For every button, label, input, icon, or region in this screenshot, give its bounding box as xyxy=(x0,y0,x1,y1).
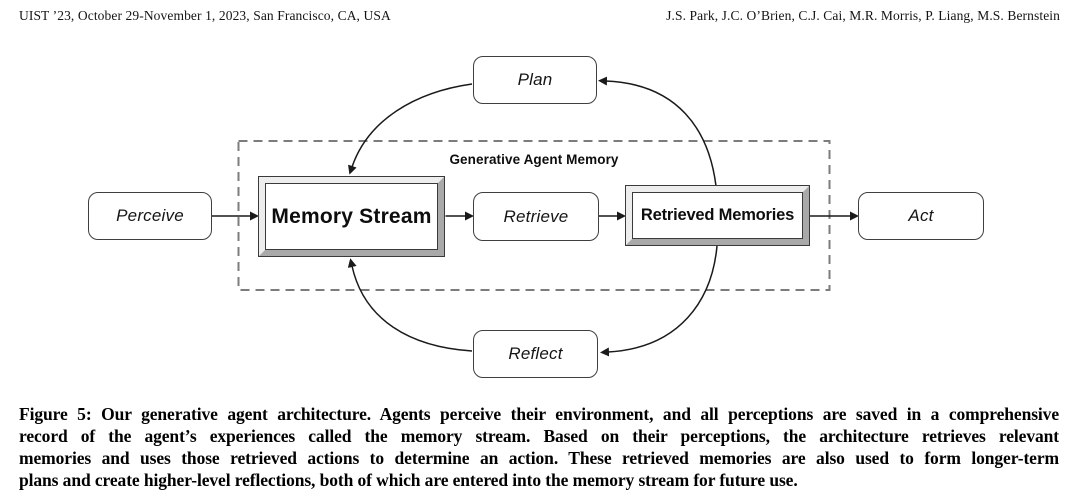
bevel-frame: Retrieved Memories xyxy=(626,186,809,245)
node-perceive: Perceive xyxy=(88,192,212,240)
node-act: Act xyxy=(858,192,984,240)
node-memory-stream: Memory Stream xyxy=(258,176,445,257)
caption-line: Figure 5: Our generative agent architect… xyxy=(19,404,1059,424)
caption-line: memories and uses those retrieved action… xyxy=(19,448,1059,468)
node-reflect-label: Reflect xyxy=(508,344,563,363)
figure-caption: Figure 5: Our generative agent architect… xyxy=(19,403,1059,491)
caption-line: record of the agent’s experiences called… xyxy=(19,426,1059,446)
node-reflect: Reflect xyxy=(473,330,598,378)
author-list: J.S. Park, J.C. O’Brien, C.J. Cai, M.R. … xyxy=(666,8,1060,23)
edge-reflect-to-memory-stream xyxy=(347,258,473,352)
node-retrieved-memories: Retrieved Memories xyxy=(625,185,810,246)
node-act-label: Act xyxy=(908,206,934,225)
running-header: UIST ’23, October 29-November 1, 2023, S… xyxy=(19,8,1060,24)
edge-plan-to-memory-stream xyxy=(348,83,473,175)
bevel-frame: Memory Stream xyxy=(259,177,444,256)
node-retrieved-memories-label: Retrieved Memories xyxy=(632,192,803,239)
label-generative-agent-memory: Generative Agent Memory xyxy=(449,152,619,167)
edge-retrieved-memories-to-reflect xyxy=(600,245,718,357)
conference-info: UIST ’23, October 29-November 1, 2023, S… xyxy=(19,8,391,23)
caption-line: plans and create higher-level reflection… xyxy=(19,470,798,490)
node-memory-stream-label: Memory Stream xyxy=(265,183,438,250)
node-retrieve: Retrieve xyxy=(473,192,599,241)
node-retrieve-label: Retrieve xyxy=(503,206,569,226)
node-plan-label: Plan xyxy=(517,70,553,89)
node-plan: Plan xyxy=(473,56,597,104)
edge-retrieved-memories-to-plan xyxy=(598,76,717,187)
node-perceive-label: Perceive xyxy=(116,206,184,225)
